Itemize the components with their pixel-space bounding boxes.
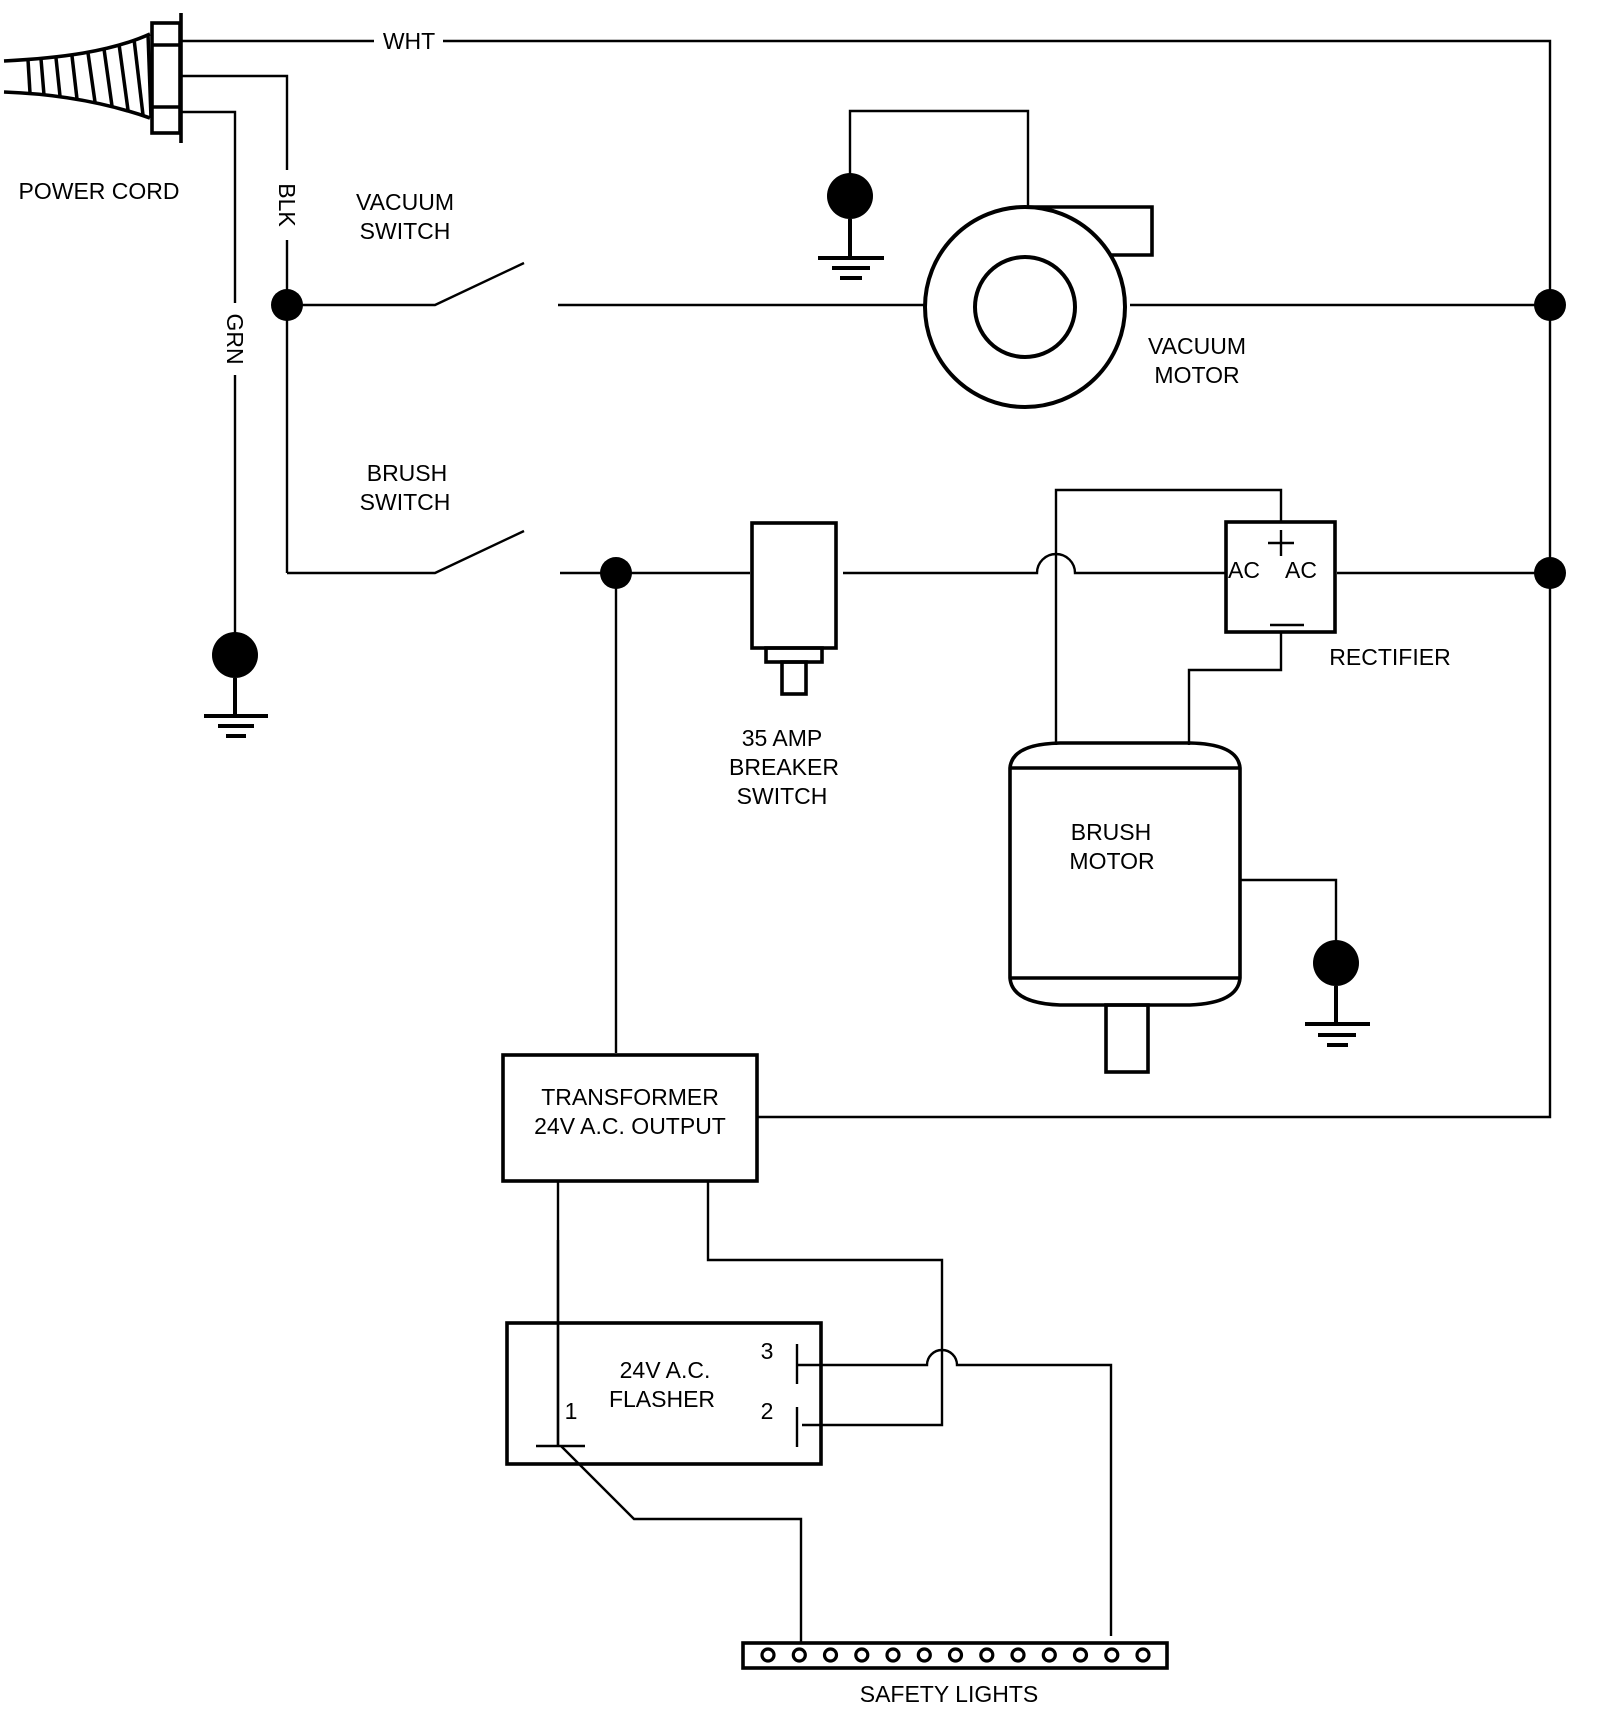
- brush-motor-label-2: MOTOR: [1069, 848, 1154, 874]
- rectifier-negative-wire: [1187, 632, 1283, 745]
- transformer-label-1: TRANSFORMER: [541, 1084, 719, 1110]
- junction-node: [1534, 557, 1566, 589]
- safety-light-bulb-icon: [1010, 1647, 1026, 1663]
- brush-motor-label-1: BRUSH: [1071, 819, 1152, 845]
- transformer-output-2-wire: [706, 1181, 944, 1427]
- vacuum-motor-icon: [848, 109, 1154, 409]
- rectifier-terminal-ac-right: AC: [1285, 557, 1317, 583]
- vacuum-switch-icon[interactable]: [287, 261, 525, 307]
- blk-wire: [181, 74, 289, 170]
- power-cord-plug-icon: [3, 13, 183, 143]
- breaker-label-1: 35 AMP: [742, 725, 823, 751]
- junction-node: [1534, 289, 1566, 321]
- flasher-output-3-wire: [797, 1348, 1113, 1636]
- safety-light-bulb-icon: [791, 1647, 807, 1663]
- safety-light-bulb-icon: [760, 1647, 776, 1663]
- safety-light-bulb-icon: [916, 1647, 932, 1663]
- brush-switch-label-2: SWITCH: [360, 489, 451, 515]
- vacuum-switch-label-1: VACUUM: [356, 189, 454, 215]
- blk-label: BLK: [274, 183, 300, 227]
- safety-light-bulb-icon: [854, 1647, 870, 1663]
- transformer-label-2: 24V A.C. OUTPUT: [534, 1113, 726, 1139]
- safety-light-bulb-icon: [1041, 1647, 1057, 1663]
- safety-light-bulb-icon: [979, 1647, 995, 1663]
- grn-label: GRN: [222, 313, 248, 364]
- flasher-terminal-2-label: 2: [761, 1398, 774, 1424]
- brush-motor-ground-wire: [1240, 878, 1338, 945]
- safety-light-bulb-icon: [1104, 1647, 1120, 1663]
- rectifier-ac-wire: [843, 552, 1226, 575]
- rectifier-positive-wire: [1054, 488, 1283, 745]
- rectifier-label: RECTIFIER: [1329, 644, 1450, 670]
- flasher-label-1: 24V A.C.: [620, 1357, 711, 1383]
- grn-wire: [181, 110, 237, 303]
- ground-icon: [204, 632, 268, 738]
- flasher-terminal-3-label: 3: [761, 1338, 774, 1364]
- safety-light-bulb-icon: [947, 1647, 964, 1663]
- ground-icon: [818, 173, 884, 280]
- rectifier-terminal-ac-left: AC: [1228, 557, 1260, 583]
- flasher-box: [505, 1321, 823, 1466]
- safety-lights-bar: [741, 1641, 1169, 1670]
- wht-label: WHT: [383, 28, 435, 54]
- safety-light-bulb-icon: [822, 1647, 839, 1663]
- safety-light-bulb-icon: [1135, 1647, 1151, 1663]
- safety-lights-label: SAFETY LIGHTS: [860, 1681, 1039, 1707]
- vacuum-motor-label-1: VACUUM: [1148, 333, 1246, 359]
- flasher-label-2: FLASHER: [609, 1386, 715, 1412]
- safety-lights: [760, 1647, 1151, 1663]
- flasher-output-1-wire: [560, 1445, 803, 1643]
- flasher-terminal-1-label: 1: [565, 1398, 578, 1424]
- safety-light-bulb-icon: [885, 1647, 901, 1663]
- ground-icon: [1305, 940, 1370, 1047]
- brush-switch-label-1: BRUSH: [367, 460, 448, 486]
- safety-light-bulb-icon: [1072, 1647, 1089, 1663]
- vacuum-motor-label-2: MOTOR: [1154, 362, 1239, 388]
- breaker-label-3: SWITCH: [737, 783, 828, 809]
- breaker-label-2: BREAKER: [729, 754, 839, 780]
- transformer-box: [501, 1053, 759, 1183]
- brush-switch-icon[interactable]: [287, 529, 525, 575]
- brush-motor-icon: [1008, 741, 1242, 1074]
- breaker-switch-icon[interactable]: [750, 521, 838, 696]
- vacuum-switch-label-2: SWITCH: [360, 218, 451, 244]
- power-cord-label: POWER CORD: [19, 178, 180, 204]
